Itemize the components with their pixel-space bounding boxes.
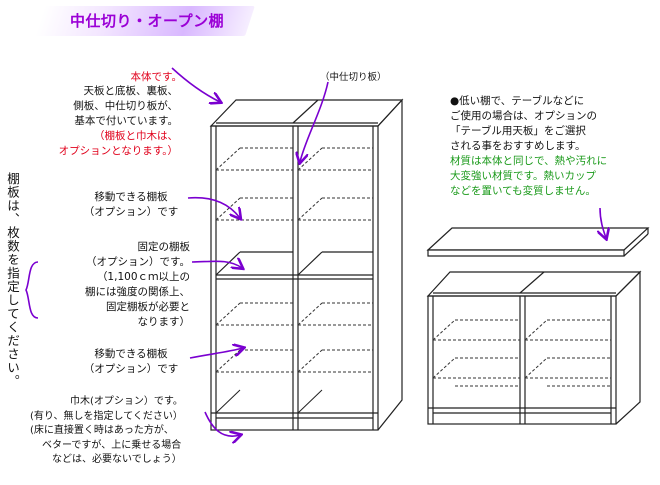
fixed-shelf-note: 固定の棚板 （オプション）です。 （1,100ｃｍ以上の 棚には強度の関係上、 … bbox=[60, 240, 190, 330]
note-line: （1,100ｃｍ以上の bbox=[96, 271, 190, 283]
note-line: （オプション）です bbox=[83, 206, 179, 218]
note-line: 移動できる棚板 bbox=[94, 191, 168, 203]
note-line: 棚には強度の関係上、 bbox=[85, 286, 190, 298]
note-line: 大変強い材質です。熱いカップ bbox=[450, 170, 596, 182]
note-line: される事をおすすめします。 bbox=[450, 140, 586, 152]
main-note-body: 天板と底板、裏板、 側板、中仕切り板が、 基本で付いています。 （棚板と巾木は、… bbox=[40, 84, 178, 159]
main-note-line: 側板、中仕切り板が、 bbox=[73, 100, 178, 112]
note-line: などは、必要ないでしょう） bbox=[52, 454, 182, 465]
note-line: 材質は本体と同じで、熱や汚れに bbox=[450, 155, 608, 167]
arrow-movable-2 bbox=[189, 348, 243, 359]
baseboard-note: 巾木(オプション）です。 (有り、無しを指定してください） (床に直接置く時はあ… bbox=[30, 395, 230, 468]
brace bbox=[25, 261, 39, 319]
partition-label: （中仕切り板） bbox=[320, 72, 387, 83]
arrow-table-top bbox=[600, 207, 606, 238]
main-note-line: 基本で付いています。 bbox=[74, 115, 178, 127]
note-line: 固定の棚板 bbox=[137, 241, 191, 253]
movable-shelves-low bbox=[432, 319, 611, 387]
table-top-panel bbox=[426, 227, 650, 251]
note-line: 固定棚板が必要と bbox=[106, 301, 190, 313]
note-line: (床に直接置く時はあった方が、 bbox=[30, 425, 174, 436]
right-note: ●低い棚で、テーブルなどに ご使用の場合は、オプションの 「テーブル用天板」をご… bbox=[450, 94, 655, 199]
arrow-main bbox=[171, 67, 220, 102]
main-note-line: 天板と底板、裏板、 bbox=[83, 85, 179, 97]
arrow-fixed bbox=[191, 261, 242, 268]
note-line: 巾木(オプション）です。 bbox=[70, 396, 183, 407]
shelf-count-note: 棚板は、枚数を指定してください。 bbox=[5, 172, 20, 388]
movable-shelf-note-1: 移動できる棚板 （オプション）です bbox=[76, 190, 186, 220]
arrow-baseboard bbox=[204, 411, 240, 436]
note-line: ご使用の場合は、オプションの bbox=[450, 110, 597, 122]
note-line: ●低い棚で、テーブルなどに bbox=[450, 95, 585, 107]
main-note-option: オプションとなります。） bbox=[58, 145, 178, 157]
note-line: ベターですが、上に乗せる場合 bbox=[42, 439, 182, 451]
note-line: なります） bbox=[137, 316, 191, 328]
note-line: 「テーブル用天板」をご選択 bbox=[450, 125, 586, 137]
arrow-partition bbox=[300, 81, 329, 162]
note-line: 移動できる棚板 bbox=[94, 348, 168, 360]
movable-shelves-tall bbox=[215, 147, 373, 373]
note-line: (有り、無しを指定してください） bbox=[30, 410, 183, 422]
tall-cabinet bbox=[209, 98, 404, 431]
main-note-option: （棚板と巾木は、 bbox=[94, 130, 178, 142]
note-line: （オプション）です bbox=[83, 363, 179, 375]
note-line: などを置いても変質しません。 bbox=[450, 185, 596, 197]
low-cabinet bbox=[426, 270, 642, 425]
arrow-movable-1 bbox=[187, 196, 240, 218]
movable-shelf-note-2: 移動できる棚板 （オプション）です bbox=[76, 347, 186, 377]
note-line: （オプション）です。 bbox=[86, 256, 190, 268]
page-title: 中仕切り・オープン棚 bbox=[70, 12, 225, 30]
main-note-heading: 本体です。 bbox=[130, 71, 182, 83]
